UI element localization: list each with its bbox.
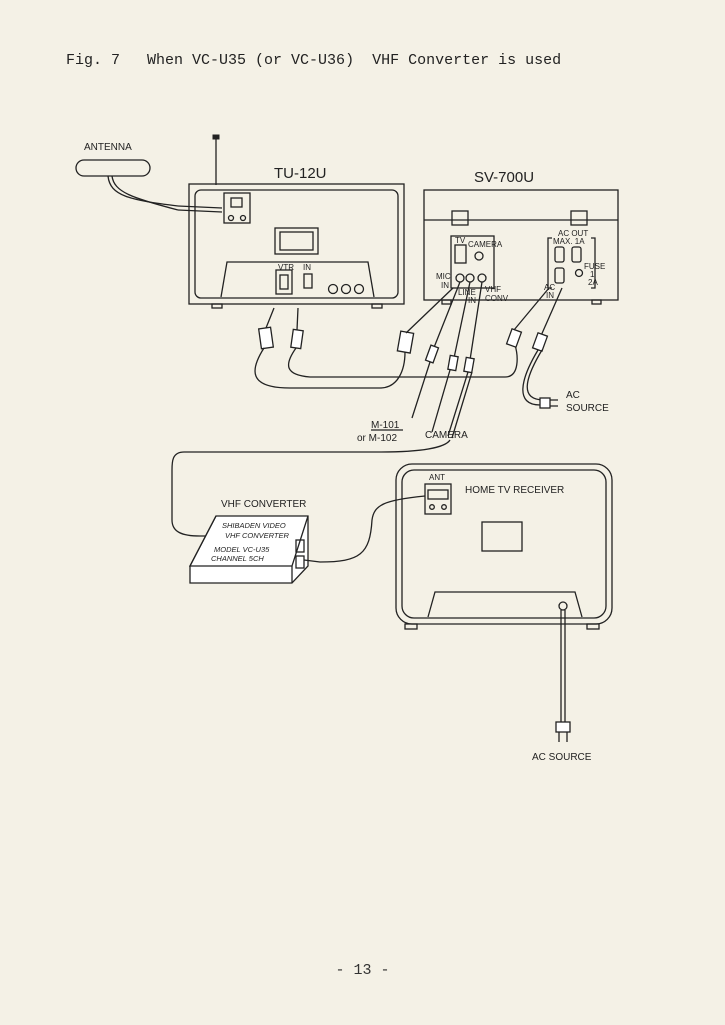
converter-input-cable xyxy=(171,439,451,537)
ac-cable-bottom xyxy=(555,610,571,742)
ac-in-label-2: IN xyxy=(546,291,554,300)
recorder-camera-label: CAMERA xyxy=(468,240,503,249)
converter-text-3: MODEL VC-U35 xyxy=(214,545,270,554)
ant-label: ANT xyxy=(429,473,445,482)
home-tv-label: HOME TV RECEIVER xyxy=(465,485,564,496)
figure-caption: Fig. 7 When VC-U35 (or VC-U36) VHF Conve… xyxy=(66,52,561,69)
converter-text-4: CHANNEL 5CH xyxy=(211,554,264,563)
recorder-unit xyxy=(423,189,619,305)
ac-source-label-2: SOURCE xyxy=(566,403,609,414)
mic-camera-cables xyxy=(411,281,483,439)
home-tv-receiver xyxy=(395,463,613,630)
recorder-title: SV-700U xyxy=(474,169,534,186)
vhf-converter-title: VHF CONVERTER xyxy=(221,499,306,510)
antenna-label: ANTENNA xyxy=(84,142,132,153)
tuner-unit xyxy=(188,134,405,309)
vhf-conv-label-1: VHF xyxy=(485,285,501,294)
camera-label: CAMERA xyxy=(425,430,468,441)
recorder-tv-label: TV xyxy=(455,236,466,245)
mic-in-label-1: MIC xyxy=(436,272,451,281)
page-number: - 13 - xyxy=(335,962,390,979)
tuner-title: TU-12U xyxy=(274,165,327,182)
vhf-conv-label-2: CONV xyxy=(485,294,509,303)
line-in-label-1: LINE xyxy=(458,288,476,297)
antenna xyxy=(75,159,223,213)
converter-output-cable xyxy=(303,495,426,563)
converter-text-2: VHF CONVERTER xyxy=(225,531,289,540)
line-in-label-2: IN xyxy=(468,296,476,305)
figure-number: Fig. 7 xyxy=(66,52,121,69)
ac-in-label-1: AC xyxy=(544,283,555,292)
tuner-in-label: IN xyxy=(303,263,311,272)
ac-out-label-1: AC OUT xyxy=(558,229,588,238)
vhf-converter-box xyxy=(188,515,309,584)
ac-source-bottom-label: AC SOURCE xyxy=(532,752,592,763)
converter-text-1: SHIBADEN VIDEO xyxy=(222,521,286,530)
mic-model-label-2: or M-102 xyxy=(357,433,397,444)
ac-source-label-1: AC xyxy=(566,390,580,401)
fuse-label-1: FUSE xyxy=(584,262,605,271)
ac-out-label-2: MAX. 1A xyxy=(553,237,585,246)
figure-title: When VC-U35 (or VC-U36) VHF Converter is… xyxy=(147,52,562,69)
interconnect-cable xyxy=(254,287,550,389)
ac-cable-top xyxy=(522,287,563,409)
fuse-label-2: 1 xyxy=(590,270,595,279)
mic-model-label-1: M-101 xyxy=(371,420,400,431)
tuner-vtr-label: VTR xyxy=(278,263,294,272)
mic-in-label-2: IN xyxy=(441,281,449,290)
fuse-label-3: 2A xyxy=(588,278,598,287)
